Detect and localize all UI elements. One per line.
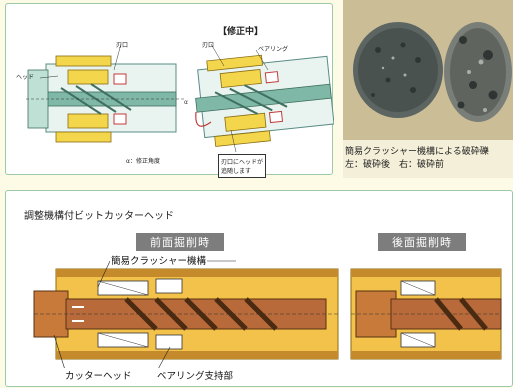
label-note: 刃口にヘッドが 追随します	[218, 154, 267, 178]
label-blade-right: 刃口	[202, 42, 215, 49]
label-cutter-head: カッターヘッド	[64, 368, 133, 382]
label-head: ヘッド	[16, 74, 35, 81]
rotation-arrow-icon	[195, 111, 212, 127]
label-crusher: 簡易クラッシャー機構	[110, 253, 208, 267]
gravel-photo-panel: 簡易クラッシャー機構による破砕礫 左：破砕後 右：破砕前	[343, 0, 513, 178]
photo-caption-line1: 簡易クラッシャー機構による破砕礫	[345, 147, 489, 157]
left-machine	[26, 55, 186, 143]
front-machine	[33, 268, 339, 360]
tab-rear-excavation: 後面掘削時	[378, 233, 466, 251]
cutter-head-diagrams	[33, 260, 502, 374]
correction-diagram-panel: 【修正中】	[5, 3, 334, 178]
gravel-photo	[343, 0, 513, 140]
correction-diagram: α	[26, 43, 334, 153]
correction-title: 【修正中】	[218, 27, 264, 37]
label-bearing: ベアリング	[258, 46, 289, 53]
svg-text:α: α	[184, 99, 188, 106]
label-alpha: α：修正角度	[126, 158, 160, 165]
cutter-head-panel: 調整機構付ビットカッターヘッド 前面掘削時 後面掘削時	[5, 190, 513, 387]
tab-front-excavation: 前面掘削時	[136, 233, 224, 251]
right-machine	[195, 54, 334, 147]
label-bearing-support: ベアリング支持部	[156, 368, 235, 382]
rear-machine	[350, 268, 502, 360]
label-blade-left: 刃口	[116, 42, 129, 49]
photo-caption-line2: 左：破砕後 右：破砕前	[345, 160, 445, 170]
cutter-head-title: 調整機構付ビットカッターヘッド	[24, 211, 174, 222]
